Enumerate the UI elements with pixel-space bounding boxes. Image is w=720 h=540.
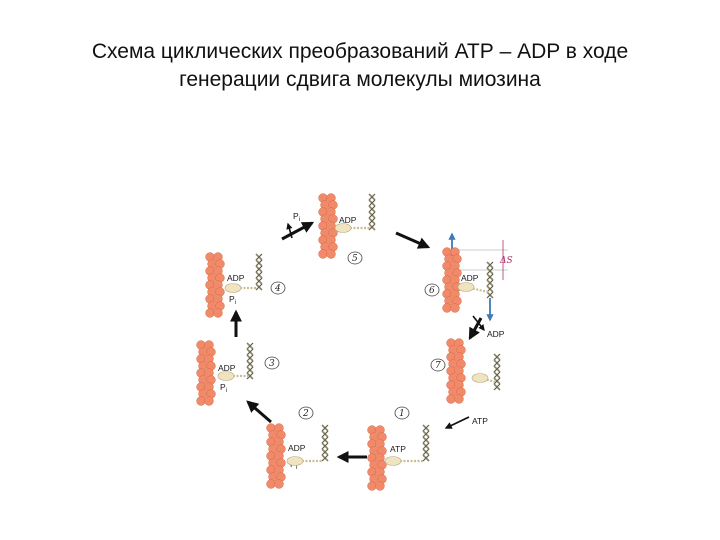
- filament-strand: [321, 454, 329, 462]
- svg-text:4: 4: [274, 284, 281, 294]
- arrow-4-to-5: [281, 221, 315, 241]
- myosin-head: [457, 282, 475, 292]
- actin-bead: [450, 303, 460, 313]
- arrow-6-to-7: [468, 317, 483, 341]
- title-line-2: генерации сдвига молекулы миозина: [179, 68, 541, 91]
- filament-strand: [246, 354, 254, 362]
- svg-text:2: 2: [302, 409, 309, 419]
- filament-strand: [422, 454, 430, 462]
- diagram-title: Схема циклических преобразований АТР – A…: [0, 38, 720, 94]
- step-number-5: 5: [347, 251, 363, 265]
- atp-incoming-label: ATP: [472, 416, 488, 426]
- actomyosin-unit-5: [318, 193, 376, 259]
- filament-strand: [493, 383, 501, 391]
- step-number-7: 7: [430, 358, 446, 372]
- actin-bead: [326, 249, 336, 259]
- actin-bead: [454, 394, 464, 404]
- cycle-arrows: [230, 221, 485, 463]
- myosin-head: [384, 456, 402, 466]
- filament-strand: [486, 291, 494, 299]
- step5-adp-label: ADP: [339, 215, 357, 225]
- step3-pi-label: P: [220, 382, 226, 392]
- filament-strand: [246, 366, 254, 374]
- filament-strand: [255, 283, 263, 291]
- actomyosin-units: [196, 193, 501, 491]
- actin-bead: [213, 308, 223, 318]
- actin-bead: [266, 479, 276, 489]
- svg-text:7: 7: [435, 361, 441, 371]
- filament-strand: [246, 348, 254, 356]
- actin-bead: [367, 481, 377, 491]
- step2-pi-subscript: i: [296, 465, 297, 471]
- step1-atp-label: ATP: [390, 444, 406, 454]
- arrow-5-to-6: [395, 231, 431, 249]
- delta-s-label: ΔS: [499, 256, 513, 266]
- step3-pi-subscript: i: [226, 388, 227, 394]
- actomyosin-unit-3: [196, 340, 254, 406]
- arrow-adp-release: [472, 315, 485, 332]
- actin-bead: [196, 396, 206, 406]
- filament-strand: [246, 372, 254, 380]
- adp-release-label: ADP: [487, 329, 505, 339]
- arrow-2-to-3: [246, 400, 272, 424]
- step-number-1: 1: [394, 406, 410, 420]
- filament-strand: [368, 223, 376, 231]
- step5-pi-subscript: i: [299, 217, 300, 223]
- step-number-2: 2: [298, 406, 314, 420]
- actin-bead: [274, 479, 284, 489]
- actin-bead: [442, 303, 452, 313]
- step-numbers: 1 2 3 4 5 6 7: [264, 251, 446, 420]
- myosin-head: [224, 283, 242, 293]
- svg-text:1: 1: [399, 409, 405, 419]
- step4-pi-label: P: [229, 294, 235, 304]
- filament-strand: [246, 360, 254, 368]
- actomyosin-unit-7: [446, 338, 501, 404]
- arrow-pi-release: [286, 222, 293, 239]
- actin-bead: [446, 394, 456, 404]
- actin-bead: [375, 481, 385, 491]
- step4-pi-subscript: i: [235, 300, 236, 306]
- step-number-4: 4: [270, 281, 286, 295]
- step2-adp-label: ADP: [288, 443, 306, 453]
- svg-text:6: 6: [429, 286, 435, 296]
- filament-strand: [246, 342, 254, 350]
- actomyosin-unit-6: [442, 247, 494, 313]
- actin-bead: [318, 249, 328, 259]
- myosin-head: [334, 223, 352, 233]
- myosin-head: [286, 456, 304, 466]
- actomyosin-unit-1: [367, 424, 430, 491]
- actin-bead: [204, 396, 214, 406]
- actomyosin-unit-2: [266, 423, 329, 489]
- myosin-head: [217, 371, 235, 381]
- actomyosin-unit-4: [205, 252, 263, 318]
- title-line-1: Схема циклических преобразований АТР – A…: [91, 40, 629, 63]
- svg-text:3: 3: [269, 359, 275, 369]
- arrow-atp-in: [444, 416, 470, 429]
- step-number-6: 6: [424, 283, 440, 297]
- step3-adp-label: ADP: [218, 363, 236, 373]
- step-number-3: 3: [264, 356, 280, 370]
- svg-text:5: 5: [352, 254, 358, 264]
- unit-labels: ADP P i ADP P i ADP P i ADP P i ATP ADP …: [218, 211, 513, 471]
- step6-adp-label: ADP: [461, 273, 479, 283]
- step5-pi-label: P: [293, 211, 299, 221]
- myosin-head: [471, 373, 489, 383]
- actin-bead: [205, 308, 215, 318]
- step4-adp-label: ADP: [227, 273, 245, 283]
